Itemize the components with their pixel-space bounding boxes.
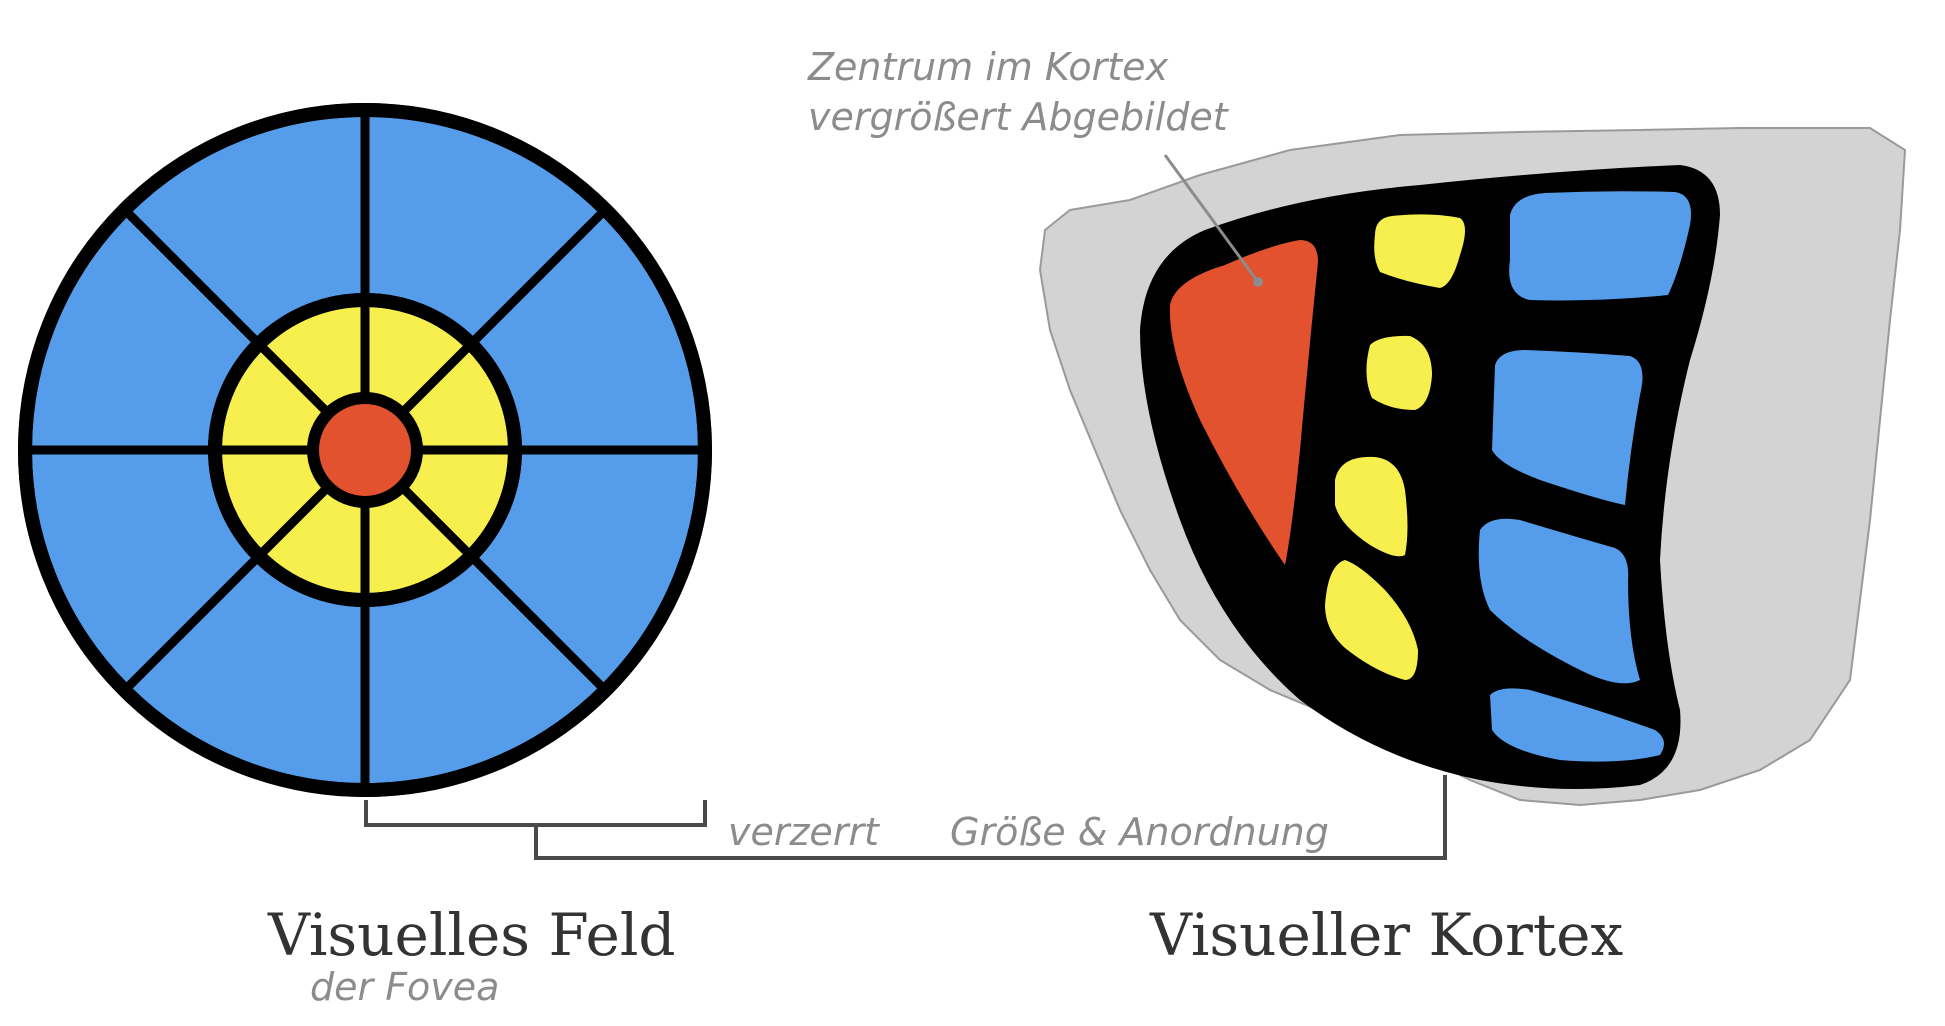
fovea-center-red	[307, 392, 423, 508]
cortex-blue-patch-1	[1509, 191, 1691, 301]
cortex-annotation-line-2: vergrößert Abgebildet	[808, 95, 1230, 139]
visual-cortex-diagram	[1038, 127, 1907, 807]
center-annotation-pointer	[1163, 154, 1260, 283]
visual-field-annotation: der Fovea	[310, 965, 499, 1009]
cortex-yellow-patch-3	[1335, 456, 1408, 557]
visual-field-title: Visuelles Feld	[267, 901, 676, 969]
cortex-yellow-patch-1	[1374, 214, 1465, 288]
mapping-label-distorted: verzerrt	[728, 810, 881, 854]
bracket-connector	[534, 775, 1447, 860]
visual-field-diagram	[18, 103, 712, 797]
cortex-center-red	[1169, 240, 1318, 565]
center-annotation-dot	[1253, 277, 1263, 287]
bracket-visual-field	[364, 800, 707, 827]
cortex-yellow-patch-4	[1325, 560, 1418, 680]
mapping-label-size-order: Größe & Anordnung	[950, 810, 1329, 854]
mapping-brackets	[364, 775, 1447, 860]
visual-cortex-title: Visueller Kortex	[1149, 901, 1623, 969]
cortex-annotation-line-1: Zentrum im Kortex	[807, 45, 1169, 89]
cortex-blue-patch-4	[1490, 688, 1664, 762]
cortex-blue-patch-2	[1492, 350, 1643, 505]
cortex-blue-patch-3	[1478, 518, 1640, 684]
cortex-yellow-patch-2	[1366, 335, 1432, 410]
